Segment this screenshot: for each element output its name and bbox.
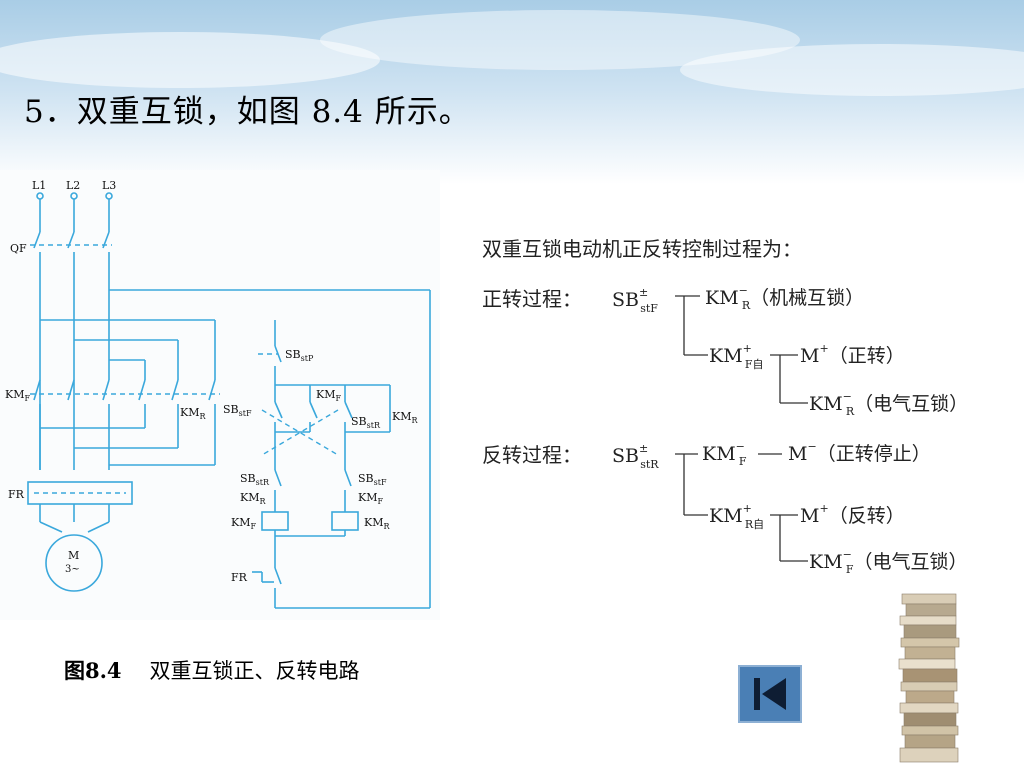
- forward-km-term-3: KM−R（电气互锁）: [809, 390, 968, 418]
- forward-sb-term: SB±stF: [612, 286, 658, 315]
- forward-branch-lines: [675, 295, 808, 404]
- kmf-label: KMF: [5, 388, 30, 403]
- power-circuit: [27, 192, 431, 609]
- reverse-km-term-1: KM−F: [702, 440, 747, 468]
- kmf-coil-label: KMF: [231, 516, 256, 531]
- figure-number: 图8.4: [64, 658, 122, 683]
- reverse-branch-lines: [675, 453, 808, 562]
- fr-contact-label: FR: [231, 571, 248, 584]
- forward-motor-term: M+（正转）: [800, 342, 905, 367]
- reverse-process-label: 反转过程：: [482, 443, 582, 467]
- kmf-interlock-label: KMF: [358, 491, 383, 506]
- back-button[interactable]: [738, 665, 802, 723]
- motor-label: M: [68, 549, 79, 562]
- sbstf-interlock-label: SBstF: [358, 472, 387, 487]
- fr-label: FR: [8, 488, 25, 501]
- book-stack-decoration: [898, 593, 960, 763]
- sbstr-interlock-label: SBstR: [240, 472, 270, 487]
- figure-caption: 图8.4 双重互锁正、反转电路: [64, 655, 360, 685]
- reverse-km-term-3: KM−F（电气互锁）: [809, 548, 968, 576]
- reverse-sb-term: SB±stR: [612, 442, 659, 471]
- sbstp-label: SBstP: [285, 348, 314, 363]
- kmr-coil-label: KMR: [364, 516, 390, 531]
- kmr-holding-label: KMR: [392, 410, 418, 425]
- kmr-interlock-label: KMR: [240, 491, 266, 506]
- qf-label: QF: [10, 242, 27, 255]
- kmf-holding-label: KMF: [316, 388, 341, 403]
- process-title: 双重互锁电动机正反转控制过程为：: [482, 237, 802, 261]
- reverse-motor-term-2: M+（反转）: [800, 502, 905, 527]
- forward-km-term-2: KM+F自: [709, 342, 764, 371]
- phase-label-l1: L1: [32, 179, 46, 192]
- motor-type-label: 3~: [65, 564, 80, 575]
- forward-km-term-1: KM−R（机械互锁）: [705, 284, 864, 312]
- reverse-km-term-2: KM+R自: [709, 502, 764, 531]
- phase-label-l3: L3: [102, 179, 116, 192]
- control-process-diagram: 双重互锁电动机正反转控制过程为： 正转过程： SB±stF KM−R（机械互锁）…: [472, 226, 992, 596]
- forward-process-label: 正转过程：: [482, 287, 582, 311]
- sbstr-label-top: SBstR: [351, 415, 381, 430]
- circuit-diagram: L1 L2 L3 QF KMF: [0, 170, 440, 620]
- slide-heading: 5．双重互锁，如图 8.4 所示。: [24, 94, 471, 130]
- phase-label-l2: L2: [66, 179, 80, 192]
- skip-back-icon: [754, 678, 786, 710]
- sbstf-label-top: SBstF: [223, 403, 252, 418]
- figure-caption-text: 双重互锁正、反转电路: [149, 659, 360, 683]
- reverse-motor-term-1: M−（正转停止）: [788, 440, 931, 465]
- kmr-label: KMR: [180, 406, 206, 421]
- control-circuit: [252, 320, 391, 608]
